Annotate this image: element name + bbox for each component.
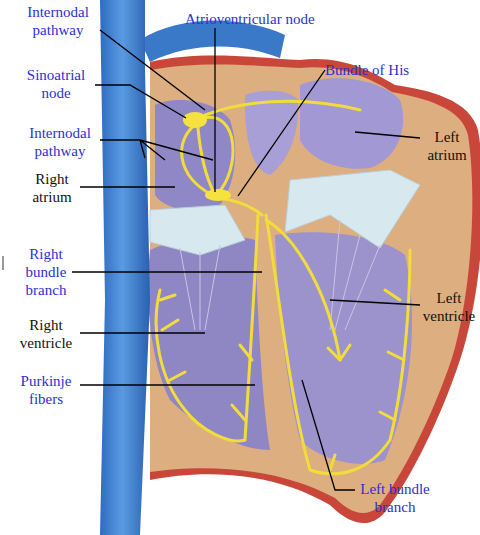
conduction-system (156, 101, 410, 474)
part-label: Atrioventricular node (185, 10, 315, 28)
stray-mark (3, 256, 4, 270)
part-label: Sinoatrial node (16, 66, 96, 102)
leader-lines (72, 28, 420, 490)
tricuspid-valve (150, 205, 245, 255)
part-label: Left ventricle (419, 289, 479, 325)
part-label: Left bundle branch (350, 480, 440, 516)
mitral-valve (285, 170, 420, 248)
part-label: Right ventricle (14, 316, 78, 352)
part-label: Internodal pathway (15, 124, 105, 160)
part-label: Internodal pathway (13, 3, 103, 39)
sa-node (183, 112, 207, 128)
vena-cava (100, 0, 150, 535)
heart-wall (150, 56, 480, 524)
left-atrium-chamber (300, 78, 403, 169)
av-node (205, 189, 231, 201)
part-label: Left atrium (420, 128, 475, 164)
part-label: Bundle of His (325, 61, 409, 79)
part-label: Purkinje fibers (11, 372, 81, 408)
part-label: Right bundle branch (15, 245, 77, 299)
part-label: Right atrium (25, 170, 80, 206)
